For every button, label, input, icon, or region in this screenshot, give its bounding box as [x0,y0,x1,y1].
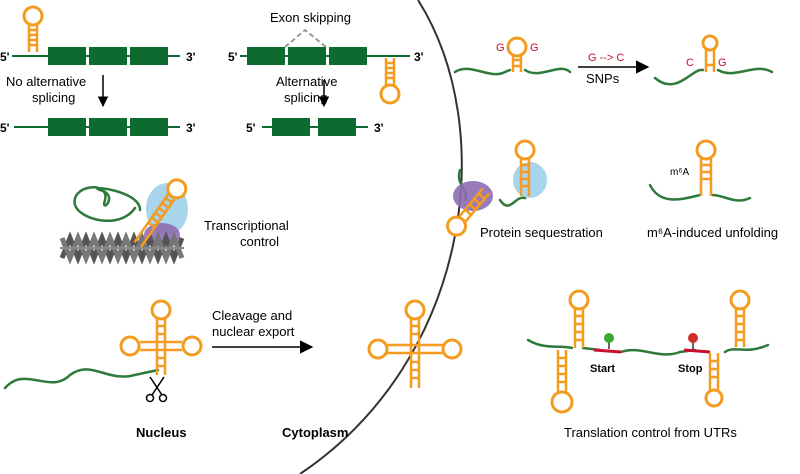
snp-label: SNPs [586,71,620,86]
protein-sequestration-panel: Protein sequestration [446,139,603,240]
no-alt-splicing-text-1: No alternative [6,74,86,89]
rna-strand [653,67,774,86]
hairpin-transcription [133,178,188,248]
hairpin-snp-before [506,36,528,72]
stop-codon [683,348,711,354]
no-alternative-splicing-panel: 5' 3' No alternative splicing 5' 3' [0,5,196,136]
snp-g-left: G [496,42,505,54]
snp-panel: G G G --> C SNPs C G [453,34,774,86]
rna-strand [648,183,752,202]
hairpin-3utr-top [729,289,751,347]
cleavage-text-2: nuclear export [212,324,295,339]
three-prime-label: 3' [186,50,196,64]
cytoplasm-label: Cytoplasm [282,425,348,440]
stop-marker-icon [688,333,698,343]
exon-3 [318,118,356,136]
m6a-mark: m⁶A [670,167,689,178]
translation-label: Translation control from UTRs [564,425,737,440]
start-marker-icon [604,333,614,343]
exon-skipping-label: Exon skipping [270,10,351,25]
exon-2 [288,47,326,65]
snp-g: G [718,57,727,69]
exon-3 [130,118,168,136]
no-alt-splicing-text-2: splicing [32,90,75,105]
rna-strand [3,368,160,390]
snp-g-right: G [530,42,539,54]
start-codon [593,348,622,354]
three-prime-label: 3' [414,50,424,64]
snp-c: C [686,57,694,69]
hairpin-snp-after [701,34,719,72]
exon-skipping-dashed-link [284,28,327,48]
transcriptional-control-panel: Transcriptional control [59,178,289,265]
cloverleaf-nucleus [119,299,203,375]
exon-1 [272,118,310,136]
hairpin-5utr-bottom [550,350,574,414]
partially-unfolded-hairpin [695,139,717,196]
protein-sequestration-label: Protein sequestration [480,225,603,240]
hairpin-right [514,139,536,196]
rna-strand [453,67,572,76]
exon-1 [247,47,285,65]
stop-label: Stop [678,363,703,375]
mrna-strand [526,338,770,356]
hairpin-5utr-top [568,289,590,348]
snp-change: G --> C [588,52,624,64]
hairpin-3utr [379,58,401,105]
five-prime-label: 5' [0,121,10,135]
cleavage-panel: Cleavage and nuclear export [3,299,463,403]
hairpin-top-left [22,5,44,52]
start-label: Start [590,363,615,375]
dna-double-helix [59,231,185,265]
m6a-panel: m⁶A m⁶A-induced unfolding [647,139,778,240]
nucleus-label: Nucleus [136,425,187,440]
alt-splicing-text-1: Alternative [276,74,337,89]
rna-strand [73,186,142,223]
five-prime-label: 5' [0,50,10,64]
m6a-label: m⁶A-induced unfolding [647,225,778,240]
translation-panel: Start Stop Translation control from UTRs [526,289,770,440]
exon-2 [89,118,127,136]
exon-2 [89,47,127,65]
alternative-splicing-panel: Exon skipping 5' 3' Alternative splicing… [228,10,424,136]
three-prime-label: 3' [374,121,384,135]
exon-3 [329,47,367,65]
cleavage-text-1: Cleavage and [212,308,292,323]
scissors-icon [145,376,168,403]
cloverleaf-cytoplasm [367,299,463,388]
exon-1 [48,118,86,136]
exon-3 [130,47,168,65]
exon-1 [48,47,86,65]
nuclear-membrane [299,0,463,474]
five-prime-label: 5' [228,50,238,64]
transcriptional-text-2: control [240,234,279,249]
three-prime-label: 3' [186,121,196,135]
hairpin-left [446,187,491,237]
alt-splicing-text-2: splicing [284,90,327,105]
transcriptional-text-1: Transcriptional [204,218,289,233]
five-prime-label: 5' [246,121,256,135]
hairpin-3utr-bottom [704,353,724,408]
